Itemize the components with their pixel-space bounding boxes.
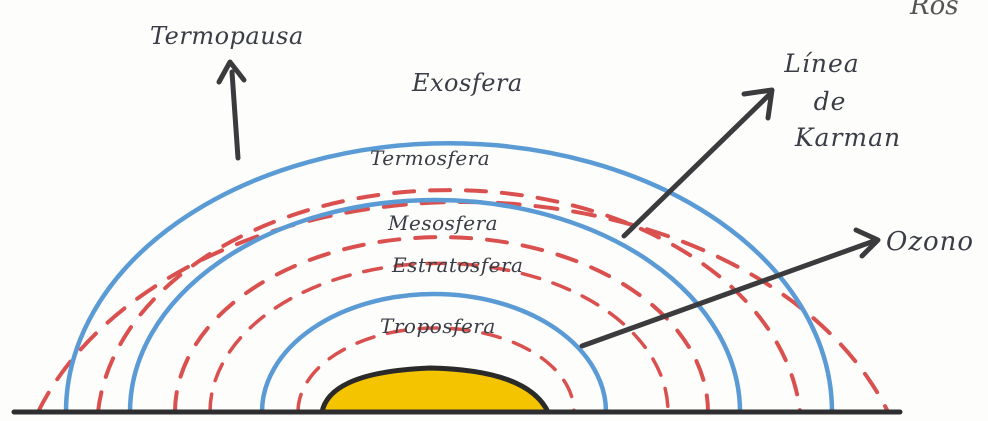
troposphere-dashed-arc — [296, 326, 576, 414]
corner-fragment-text: Ros — [909, 0, 959, 21]
thermosphere-dashed-arc — [96, 188, 802, 414]
label-karman: Karman — [794, 123, 901, 152]
termopausa-arrow — [216, 59, 247, 161]
label-de: de — [814, 87, 847, 116]
ozono-arrow — [579, 227, 881, 349]
label-termosfera: Termosfera — [370, 146, 490, 170]
mesopausa-blue-arc — [127, 197, 743, 413]
label-ozono: Ozono — [886, 227, 974, 257]
label-exosfera: Exosfera — [411, 69, 523, 97]
label-mesosfera: Mesosfera — [387, 211, 498, 235]
tropopausa-blue-arc — [259, 291, 609, 413]
earth-dome — [319, 365, 551, 415]
label-troposfera: Troposfera — [380, 314, 496, 338]
label-termopausa: Termopausa — [150, 22, 304, 50]
termopausa-blue-arc — [63, 141, 835, 413]
karman-arrow — [621, 87, 775, 239]
label-estratosfera: Estratosfera — [391, 253, 523, 277]
ozone-dashed-arc — [173, 235, 710, 414]
stratosphere-dashed-arc — [208, 261, 670, 414]
label-linea: Línea — [783, 49, 859, 78]
